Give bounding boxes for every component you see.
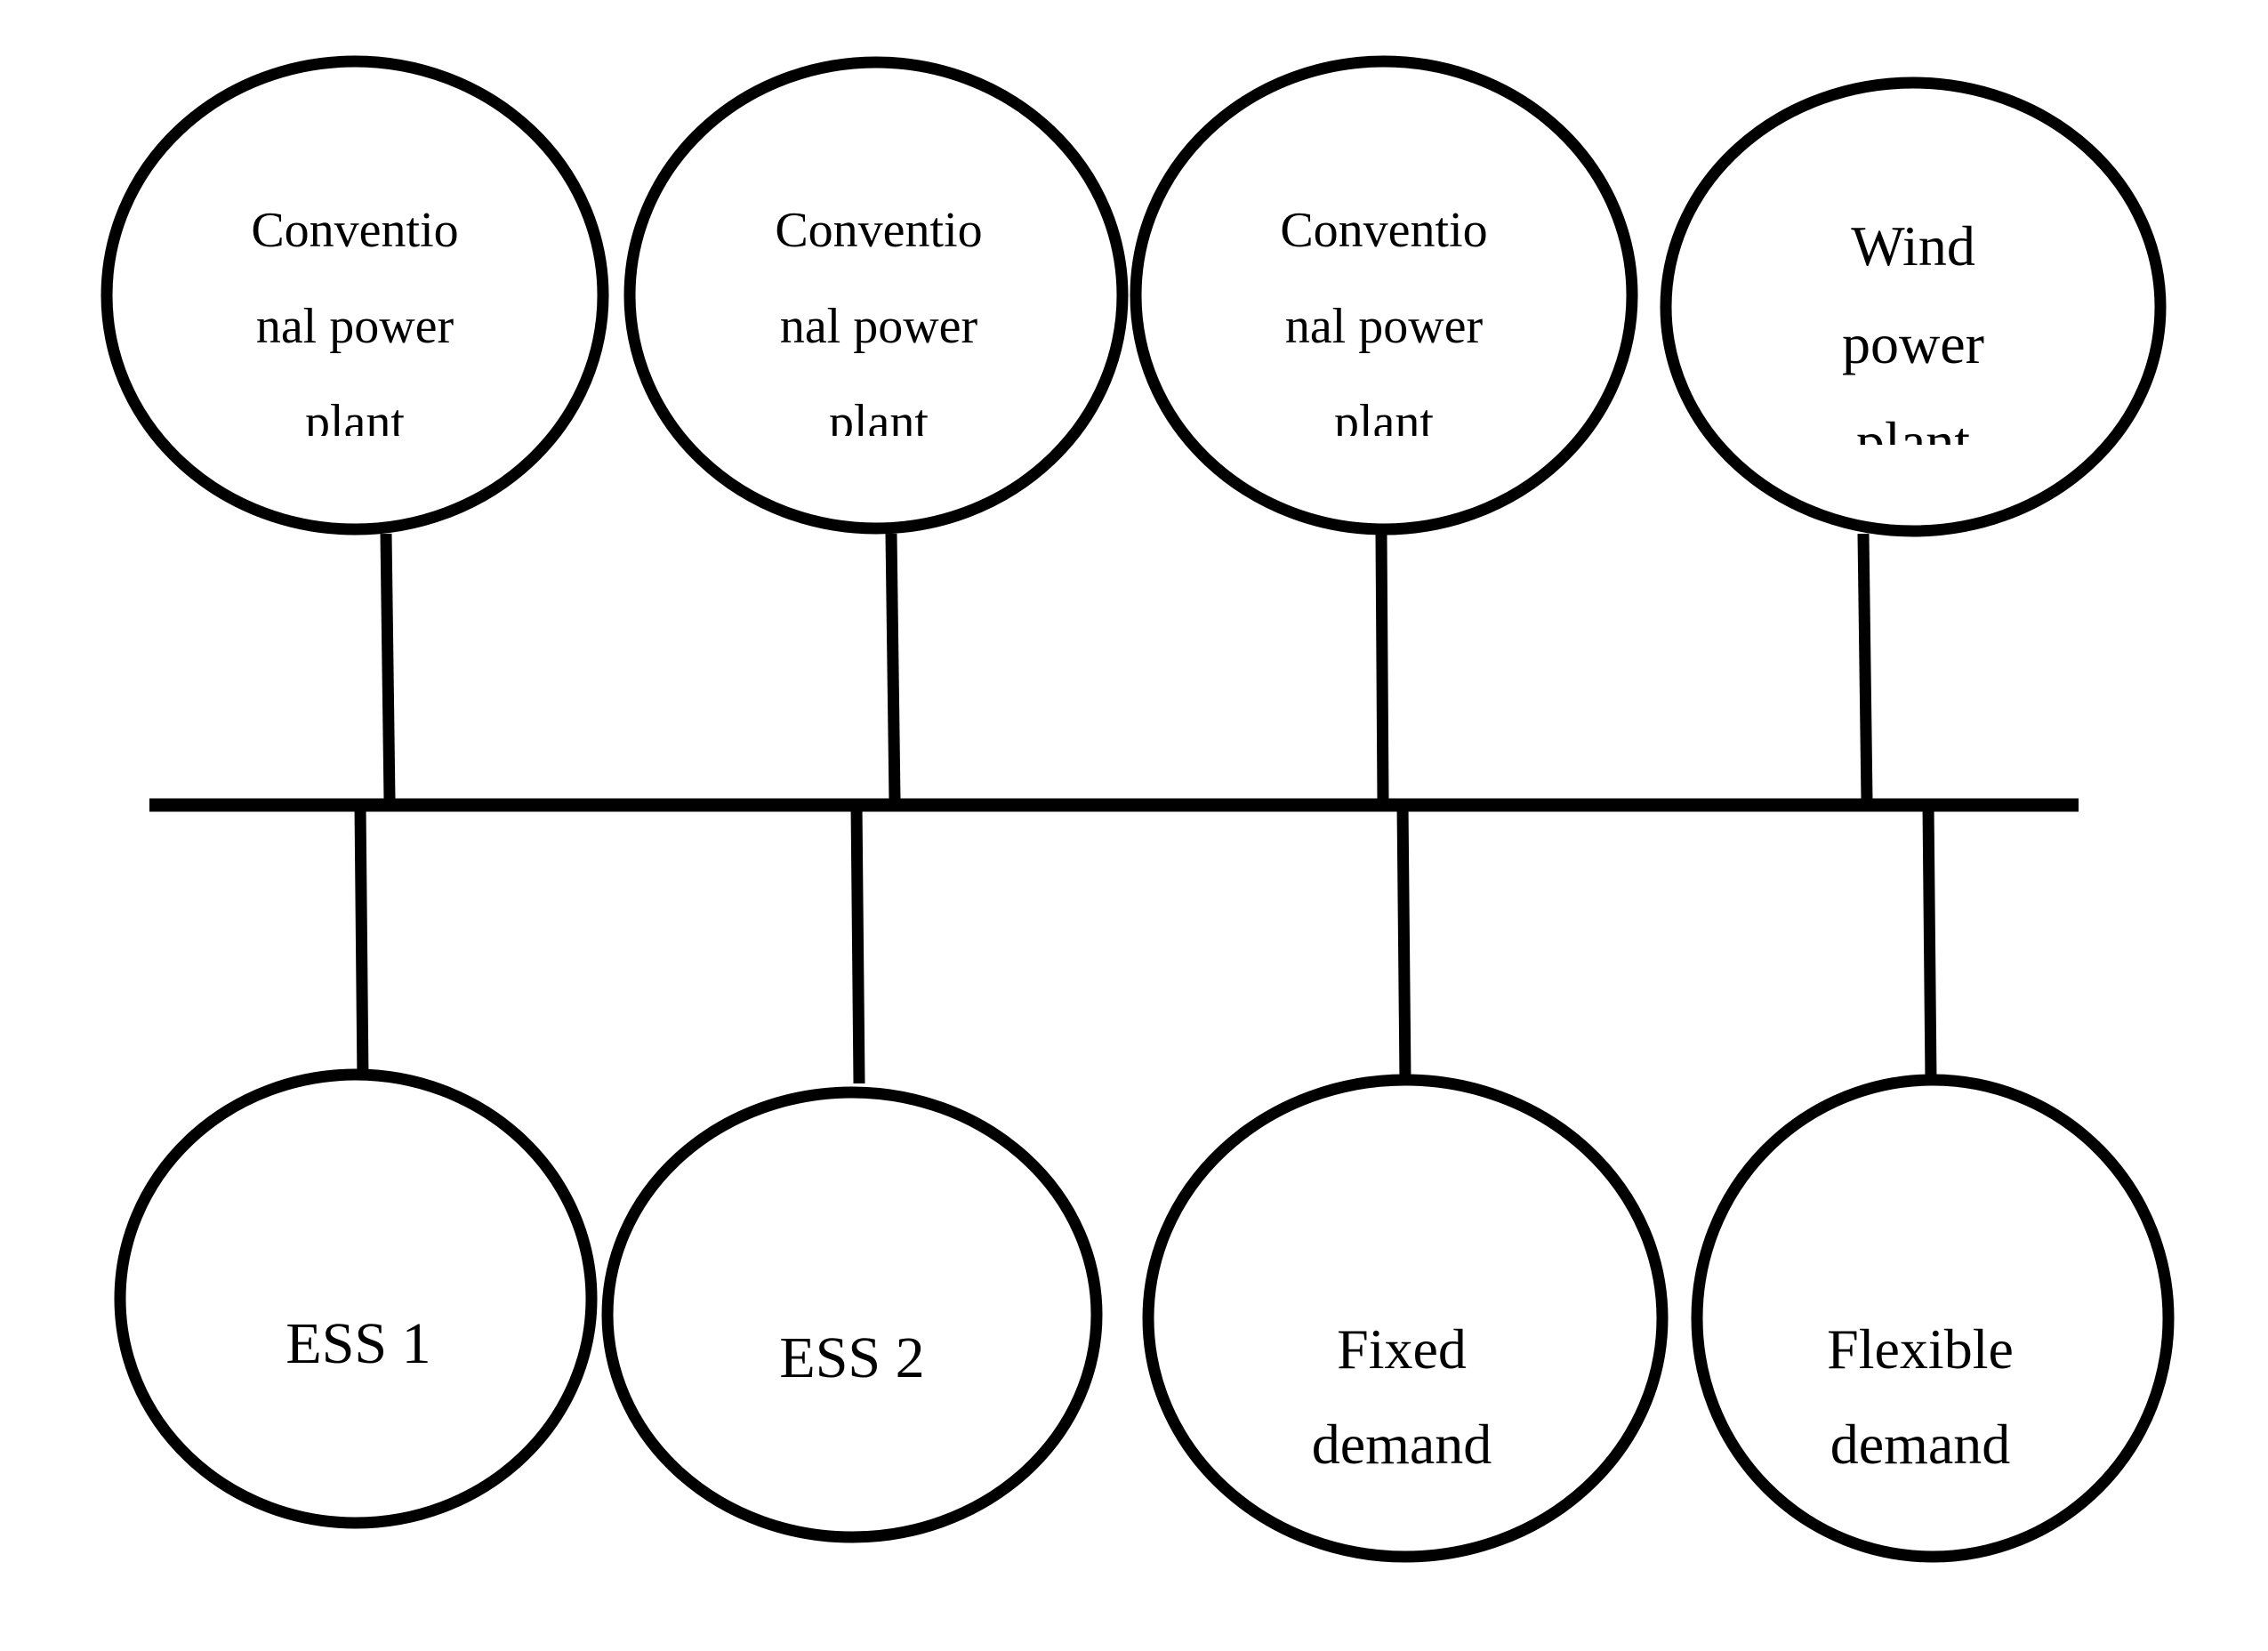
node-circle <box>1130 55 1638 536</box>
node-flexible-demand: Flexible demand <box>1691 1074 2175 1563</box>
node-label-line: demand <box>1312 1413 1492 1476</box>
node-label-line: plant <box>305 395 405 450</box>
node-label-line: Fixed <box>1337 1317 1467 1381</box>
connector-line <box>850 804 865 1084</box>
node-circle <box>101 55 609 536</box>
node-circle <box>1660 77 2167 537</box>
connector-line <box>885 533 901 801</box>
node-label-line: plant <box>1856 410 1970 473</box>
node-label-line: Wind <box>1851 214 1975 278</box>
connector-line <box>380 533 396 801</box>
connector-line <box>354 804 369 1082</box>
connector-line <box>1922 804 1937 1082</box>
node-label-line: Conventio <box>1280 203 1487 258</box>
node-label-line: Flexible <box>1827 1317 2014 1381</box>
node-label-line: plant <box>1334 395 1434 450</box>
node-conventional-power-plant-1: Conventio nal power plant <box>101 55 609 536</box>
node-label-line: nal power <box>1285 299 1484 354</box>
connector-line <box>1375 533 1389 801</box>
node-ess-2: ESS 2 <box>601 1086 1103 1543</box>
node-ess-1: ESS 1 <box>114 1068 598 1529</box>
node-circle <box>1142 1074 1669 1563</box>
connector-line <box>1857 533 1873 801</box>
node-circle <box>623 56 1129 535</box>
node-label-line: ESS 1 <box>286 1311 430 1376</box>
connector-line <box>1396 804 1411 1082</box>
node-label-line: Conventio <box>775 203 982 258</box>
node-circle <box>1691 1074 2175 1563</box>
node-label-line: ESS 2 <box>779 1325 924 1390</box>
node-label-line: plant <box>829 395 929 450</box>
node-conventional-power-plant-2: Conventio nal power plant <box>623 56 1129 535</box>
node-conventional-power-plant-3: Conventio nal power plant <box>1130 55 1638 536</box>
node-label-line: power <box>1842 312 1984 375</box>
node-label-line: demand <box>1830 1413 2011 1476</box>
node-circle <box>601 1086 1103 1543</box>
node-label-line: nal power <box>780 299 978 354</box>
node-label-line: nal power <box>256 299 454 354</box>
node-label-line: Conventio <box>251 203 458 258</box>
node-wind-power-plant: Wind power plant <box>1660 77 2167 537</box>
node-circle <box>114 1068 598 1529</box>
node-fixed-demand: Fixed demand <box>1142 1074 1669 1563</box>
